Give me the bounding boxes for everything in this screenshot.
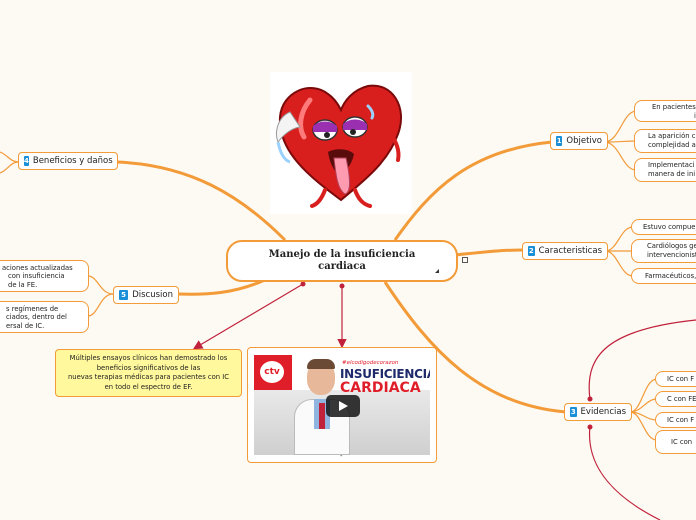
topic-label: Caracteristicas	[538, 246, 602, 256]
topic-beneficios[interactable]: 4 Beneficios y daños	[18, 152, 118, 170]
topic-number-badge: 5	[119, 290, 129, 300]
topic-discusion[interactable]: 5 Discusion	[113, 286, 179, 304]
external-link-icon[interactable]	[462, 257, 468, 263]
yellow-note[interactable]: Múltiples ensayos clínicos han demostrad…	[55, 349, 242, 397]
video-hashtag: #elcodigodecorazon	[342, 360, 399, 366]
subtopic-text: ciados, dentro del	[6, 313, 67, 321]
subtopic-text: con insuficiencia	[8, 272, 65, 280]
video-title-line1: INSUFICIENCIA	[340, 367, 430, 381]
doctor-figure	[294, 359, 350, 455]
expand-icon[interactable]	[435, 269, 439, 273]
topic-evidencias[interactable]: 3 Evidencias	[564, 403, 632, 421]
subtopic-evidencias-4[interactable]: IC con	[655, 430, 696, 454]
relation-evidencias-up	[588, 319, 696, 401]
relation-evidencias-down	[588, 425, 661, 520]
relation-to-note	[192, 283, 304, 350]
subtopic-caracteristicas-1[interactable]: Estuvo compue	[631, 219, 696, 235]
heart-illustration	[270, 72, 412, 214]
video-title-line2: CARDIACA	[340, 380, 421, 396]
topic-objetivo[interactable]: 1 Objetivo	[550, 132, 608, 150]
subtopic-text: intervencionist	[647, 250, 696, 259]
subtopic-text: s regímenes de	[6, 304, 59, 313]
subtopic-text: Cardiólogos ge	[647, 242, 696, 250]
subtopic-text: complejidad a	[648, 140, 696, 149]
subtopic-evidencias-3[interactable]: IC con F	[655, 412, 696, 428]
topic-number-badge: 1	[556, 136, 563, 146]
subtopic-discusion-1[interactable]: aciones actualizadas con insuficiencia d…	[0, 260, 89, 292]
subtopic-text: Implementaci	[648, 161, 695, 169]
subtopic-text: IC con F	[667, 374, 695, 383]
topic-number-badge: 2	[528, 246, 535, 256]
central-topic[interactable]: Manejo de la insuficiencia cardiaca	[226, 240, 458, 282]
ctv-logo: ctv	[260, 361, 284, 383]
subtopic-text: Estuvo compue	[643, 222, 696, 231]
subtopic-discusion-2[interactable]: s regímenes de ciados, dentro del ersal …	[0, 301, 89, 333]
topic-caracteristicas[interactable]: 2 Caracteristicas	[522, 242, 608, 260]
branch-objetivo	[393, 140, 553, 241]
subtopic-evidencias-2[interactable]: C con FE	[655, 391, 696, 407]
video-node[interactable]: ctv #elcodigodecorazon INSUFICIENCIA CAR…	[247, 347, 437, 463]
subtopic-text: Farmacéuticos,	[645, 271, 696, 280]
subtopic-text: IC con	[671, 437, 693, 446]
note-line: Múltiples ensayos clínicos han demostrad…	[69, 354, 228, 362]
branch-discusion	[177, 278, 266, 296]
subtopic-objetivo-2[interactable]: La aparición c complejidad a	[634, 129, 696, 153]
subtopic-text: IC con F	[667, 415, 695, 424]
topic-number-badge: 4	[24, 156, 29, 166]
subtopic-evidencias-1[interactable]: IC con F	[655, 371, 696, 387]
subtopic-caracteristicas-3[interactable]: Farmacéuticos,	[631, 268, 696, 284]
video-thumbnail[interactable]: ctv #elcodigodecorazon INSUFICIENCIA CAR…	[254, 355, 430, 455]
note-line: nuevas terapias médicas para pacientes c…	[67, 373, 230, 381]
note-line: en todo el espectro de EF.	[104, 382, 193, 391]
play-icon	[339, 401, 348, 411]
subtopic-text: En pacientes	[652, 103, 696, 111]
topic-label: Beneficios y daños	[32, 156, 113, 166]
topic-label: Objetivo	[566, 136, 602, 146]
branch-evidencias	[383, 281, 567, 414]
play-button[interactable]	[326, 395, 360, 417]
subtopic-text: in	[694, 111, 696, 120]
subtopic-objetivo-3[interactable]: Implementaci manera de ini	[634, 158, 696, 182]
subtopic-text: ersal de IC.	[6, 321, 45, 330]
branch-caracteristicas	[454, 248, 525, 257]
subtopic-text: La aparición c	[648, 132, 696, 140]
note-line: beneficios significativos de las	[96, 363, 201, 372]
subtopic-text: aciones actualizadas	[2, 263, 73, 272]
subtopic-text: manera de ini	[648, 169, 696, 178]
video-caption: -	[340, 452, 343, 460]
subtopic-objetivo-1[interactable]: En pacientes in	[634, 100, 696, 122]
topic-number-badge: 3	[570, 407, 577, 417]
central-title-line2: cardiaca	[318, 261, 366, 272]
subtopic-text: de la FE.	[8, 280, 38, 289]
central-title-line1: Manejo de la insuficiencia	[268, 249, 416, 260]
subtopic-caracteristicas-2[interactable]: Cardiólogos ge intervencionist	[631, 239, 696, 263]
subtopic-text: C con FE	[667, 394, 696, 403]
topic-label: Evidencias	[580, 407, 626, 417]
topic-label: Discusion	[132, 290, 173, 300]
branch-beneficios	[116, 160, 287, 242]
